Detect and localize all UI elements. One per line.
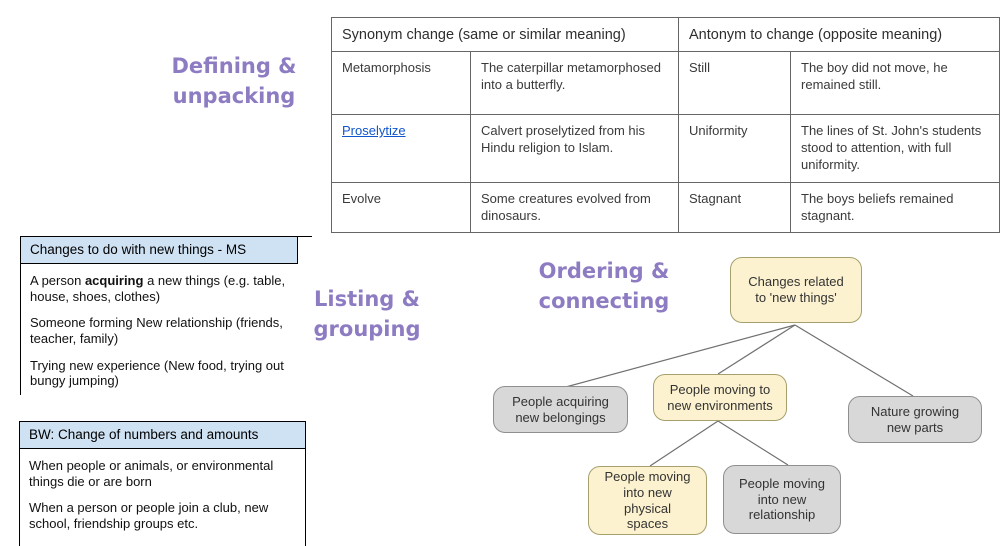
antonym-word-cell: Still	[678, 51, 792, 115]
heading-line: unpacking	[172, 83, 296, 108]
antonym-header-cell: Antonym to change (opposite meaning)	[678, 17, 1000, 52]
tree-node-nature-growing: Nature growing new parts	[848, 396, 982, 443]
tree-node-new-environments: People moving to new environments	[653, 374, 787, 421]
antonym-example-cell: The lines of St. John's students stood t…	[790, 114, 1000, 183]
note-item: When a person or people join a club, new…	[29, 500, 269, 531]
note-box-numbers: BW: Change of numbers and amounts When p…	[19, 421, 306, 546]
synonym-example-cell: The caterpillar metamorphosed into a but…	[469, 51, 680, 115]
note-box-body: When people or animals, or environmental…	[20, 449, 305, 531]
table-row: Proselytize Calvert proselytized from hi…	[331, 114, 1000, 183]
heading-line: grouping	[313, 316, 421, 341]
tree-node-new-relationship: People moving into new relationship	[723, 465, 841, 534]
note-item-text: A person	[30, 273, 85, 289]
antonym-word-cell: Stagnant	[678, 181, 792, 234]
tree-node-acquiring-belongings: People acquiring new belongings	[493, 386, 628, 433]
note-item: Someone forming New relationship (friend…	[30, 315, 283, 346]
note-box-title: Changes to do with new things - MS	[21, 237, 298, 265]
synonym-word-cell: Metamorphosis	[331, 51, 471, 115]
antonym-word-cell: Uniformity	[678, 114, 792, 183]
note-item-bold-text: acquiring	[84, 273, 144, 289]
synonym-example-cell: Some creatures evolved from dinosaurs.	[469, 181, 680, 234]
note-item-text: a new things (e.g. table, house, shoes, …	[30, 273, 286, 304]
note-box-title: BW: Change of numbers and amounts	[20, 422, 305, 450]
table-row: Metamorphosis The caterpillar metamorpho…	[331, 51, 1000, 115]
note-item: A person acquiring a new things (e.g. ta…	[30, 273, 304, 304]
note-item: Trying new experience (New food, trying …	[30, 357, 284, 389]
proselytize-link[interactable]: Proselytize	[342, 123, 406, 138]
synonym-example-cell: Calvert proselytized from his Hindu reli…	[469, 114, 680, 183]
antonym-example-cell: The boys beliefs remained stagnant.	[790, 181, 1000, 234]
heading-line: Listing &	[314, 287, 420, 311]
heading-ordering-connecting: Ordering & connecting	[528, 257, 680, 317]
synonym-word-cell: Evolve	[331, 181, 471, 234]
vocab-table: Synonym change (same or similar meaning)…	[330, 17, 1000, 234]
heading-defining-unpacking: Defining & unpacking	[145, 52, 323, 112]
tree-node-physical-spaces: People moving into new physical spaces	[588, 466, 707, 535]
heading-line: connecting	[538, 288, 670, 313]
tree-node-root: Changes related to 'new things'	[730, 257, 862, 323]
heading-line: Ordering &	[538, 259, 670, 283]
note-box-new-things: Changes to do with new things - MS A per…	[20, 236, 312, 395]
heading-listing-grouping: Listing & grouping	[297, 285, 437, 345]
table-row: Evolve Some creatures evolved from dinos…	[331, 181, 1000, 234]
synonym-header-cell: Synonym change (same or similar meaning)	[330, 17, 680, 52]
table-header-row: Synonym change (same or similar meaning)…	[330, 17, 1000, 52]
antonym-example-cell: The boy did not move, he remained still.	[790, 51, 1000, 115]
heading-line: Defining &	[171, 54, 297, 78]
note-item: When people or animals, or environmental…	[29, 458, 274, 489]
synonym-word-cell: Proselytize	[331, 114, 471, 183]
note-box-body: A person acquiring a new things (e.g. ta…	[21, 264, 312, 389]
